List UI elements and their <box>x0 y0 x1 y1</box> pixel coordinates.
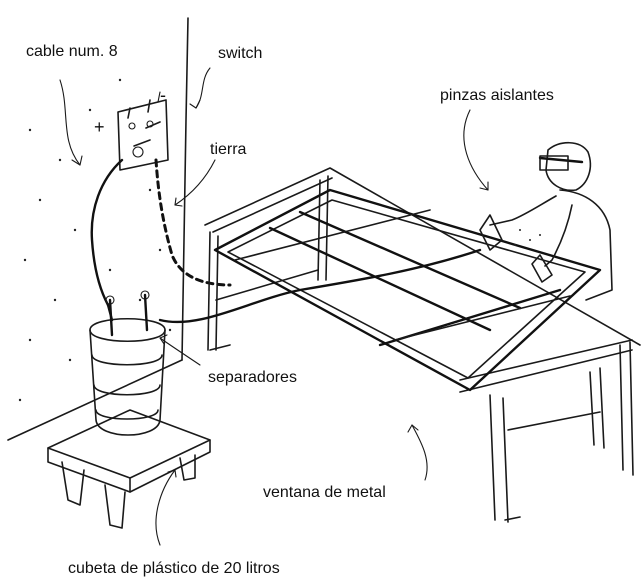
label-separadores: separadores <box>208 369 297 386</box>
clamp-wire <box>158 248 482 324</box>
label-pinzas: pinzas aislantes <box>440 87 554 104</box>
table <box>204 167 641 523</box>
switch-box <box>117 91 169 171</box>
label-tierra: tierra <box>210 141 247 158</box>
label-ventana: ventana de metal <box>263 484 386 501</box>
label-cable: cable num. 8 <box>26 43 118 60</box>
cable-line <box>90 158 124 322</box>
stool <box>47 409 211 529</box>
bucket <box>89 290 166 436</box>
terminal-plus: + <box>94 117 105 137</box>
annotation-arrows <box>59 67 489 546</box>
label-cubeta: cubeta de plástico de 20 litros <box>68 560 280 577</box>
tierra-wire <box>154 158 232 287</box>
worker <box>479 141 613 301</box>
terminal-minus: - <box>160 85 166 105</box>
label-switch: switch <box>218 45 263 62</box>
metal-window <box>213 188 602 392</box>
wall <box>7 17 189 441</box>
